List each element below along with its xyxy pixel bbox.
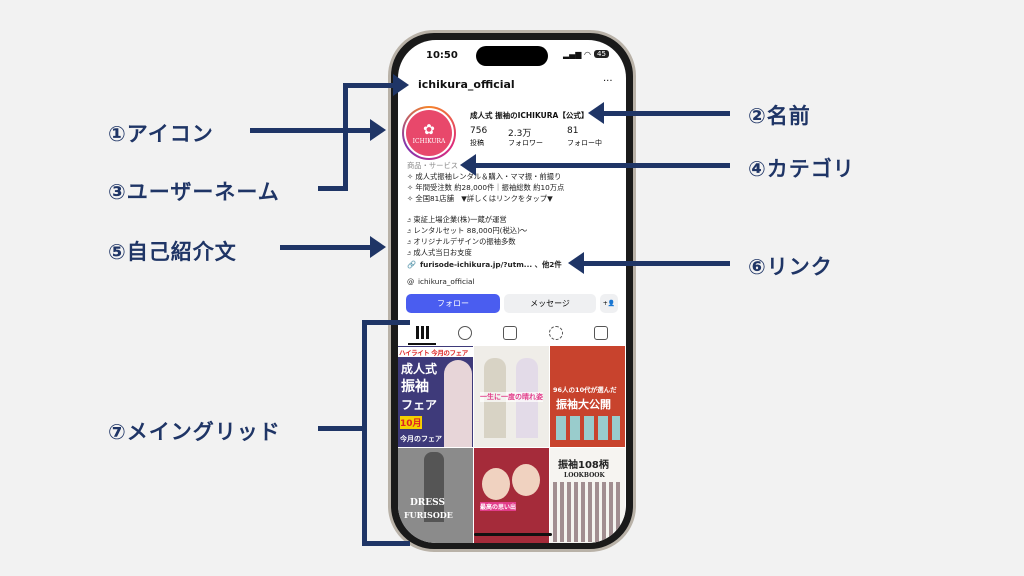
post-caption: 今月のフェア [400, 435, 442, 443]
label-name: ②名前 [748, 104, 811, 128]
threads-link[interactable]: ichikura_official [418, 277, 475, 286]
label-bio: ⑤自己紹介文 [108, 240, 237, 264]
highlights-tab-icon[interactable] [458, 326, 472, 340]
stat-following-label[interactable]: フォロー中 [567, 139, 602, 147]
stat-posts-value: 756 [470, 126, 488, 136]
bio-line: ೨ オリジナルデザインの振袖多数 [407, 237, 516, 246]
dynamic-island [476, 46, 548, 66]
grid-post[interactable]: 最高の思い出 [474, 448, 549, 543]
profile-link[interactable]: furisode-ichikura.jp/?utm... 、他2件 [420, 260, 562, 269]
flower-logo-icon: ✿ [423, 121, 435, 138]
avatar-logo-text: ICHIKURA [412, 137, 446, 145]
stat-followers-label[interactable]: フォロワー [508, 139, 543, 147]
post-caption: 成人式 [401, 362, 438, 376]
stat-posts-label: 投稿 [470, 139, 484, 147]
follow-button[interactable]: フォロー [406, 294, 500, 313]
arrow-username-head [393, 74, 409, 96]
post-caption: 一生に一度の晴れ姿 [480, 392, 543, 402]
label-category: ④カテゴリ [748, 157, 855, 181]
post-caption: DRESS [410, 498, 445, 508]
post-caption: 10月 [400, 416, 422, 429]
arrow-username-line [343, 83, 395, 88]
stat-following-value[interactable]: 81 [567, 126, 579, 136]
post-caption: フェア [401, 398, 438, 412]
arrow-bio-line [280, 245, 372, 250]
link-icon: 🔗 [407, 260, 417, 269]
post-caption: FURISODE [404, 510, 453, 520]
bracket-grid-line [362, 541, 410, 546]
grid-post[interactable]: DRESS FURISODE [398, 448, 473, 543]
arrow-bio-head [370, 236, 386, 258]
arrow-icon-head [370, 119, 386, 141]
bio-line: ✧ 年間受注数 約28,000件｜振袖総数 約10万点 [407, 183, 565, 192]
grid-tab-icon[interactable] [416, 326, 429, 339]
message-button[interactable]: メッセージ [504, 294, 596, 313]
post-caption: LOOKBOOK [564, 472, 605, 479]
arrow-username-line [318, 186, 348, 191]
bio-line: ೨ 東証上場企業(株)一蔵が運営 [407, 215, 507, 224]
arrow-category-head [460, 154, 476, 176]
arrow-name-line [604, 111, 730, 116]
arrow-link-head [568, 252, 584, 274]
arrow-name-head [588, 102, 604, 124]
grid-post[interactable]: 96人の10代が選んだ 振袖大公開 [550, 346, 625, 447]
tagged-tab-icon[interactable] [594, 326, 608, 340]
model-photo [444, 360, 472, 447]
post-caption: ハイライト 今月のフェア [398, 347, 473, 357]
bracket-grid-line [362, 320, 410, 325]
bracket-grid-line [362, 320, 367, 546]
add-user-button[interactable]: +👤 [600, 294, 618, 313]
reposts-tab-icon[interactable] [549, 326, 563, 340]
arrow-icon-line [250, 128, 372, 133]
more-menu-icon[interactable]: ··· [603, 76, 613, 87]
arrow-category-line [476, 163, 730, 168]
label-link: ⑥リンク [748, 255, 833, 279]
instagram-profile-screen: 10:50 ▂▄▆ ◠ 45 ichikura_official ··· ✿ I… [398, 40, 626, 543]
arrow-username-line [343, 83, 348, 191]
profile-username[interactable]: ichikura_official [418, 78, 515, 91]
grid-post[interactable]: 振袖108柄 LOOKBOOK [550, 448, 625, 543]
status-time: 10:50 [426, 50, 458, 61]
bio-line: ✧ 全国81店舗 ▼詳しくはリンクをタップ▼ [407, 194, 553, 203]
category: 商品・サービス [407, 161, 459, 170]
post-caption: 振袖大公開 [556, 398, 611, 411]
threads-icon: @ [407, 277, 415, 286]
bio-line: ೨ レンタルセット 88,000円(税込)～ [407, 226, 528, 235]
grid-post[interactable]: 一生に一度の晴れ姿 [474, 346, 549, 447]
bio-line: ೨ 成人式当日お支度 [407, 248, 472, 257]
signal-wifi-icon: ▂▄▆ ◠ [563, 50, 591, 59]
display-name: 成人式 振袖のICHIKURA【公式】 [470, 111, 589, 120]
label-username: ③ユーザーネーム [108, 180, 280, 204]
active-tab-indicator [408, 343, 436, 345]
battery-icon: 45 [594, 50, 609, 58]
avatar[interactable]: ✿ ICHIKURA [402, 106, 456, 160]
arrow-link-line [584, 261, 730, 266]
label-grid: ⑦メイングリッド [108, 420, 281, 444]
reels-tab-icon[interactable] [503, 326, 517, 340]
bracket-grid-line [318, 426, 366, 431]
label-icon: ①アイコン [108, 122, 214, 146]
post-caption: 振袖108柄 [558, 460, 609, 471]
post-caption: 振袖 [401, 379, 429, 395]
bio-line: ✧ 成人式振袖レンタル＆購入・ママ振・前撮り [407, 172, 562, 181]
post-caption: 最高の思い出 [480, 502, 517, 511]
post-caption: 96人の10代が選んだ [553, 386, 617, 394]
stat-followers-value[interactable]: 2.3万 [508, 129, 532, 139]
home-indicator [474, 533, 552, 536]
grid-post[interactable]: ハイライト 今月のフェア 成人式 振袖 フェア 10月 今月のフェア [398, 346, 473, 447]
